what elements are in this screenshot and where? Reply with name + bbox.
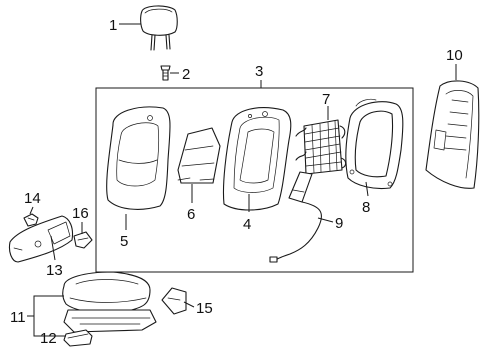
callout-16: 16 <box>72 205 89 222</box>
seatback-cover <box>106 106 171 210</box>
seat-switch-module <box>63 329 93 347</box>
seat-cushion-assembly <box>62 271 157 333</box>
callout-5: 5 <box>120 233 128 250</box>
seat-heater-element <box>269 171 322 263</box>
callout-4: 4 <box>243 216 251 233</box>
seatback-pad-frame <box>177 127 221 184</box>
seat-clip <box>23 213 39 227</box>
seatback-spring-assembly <box>295 119 347 175</box>
callout-6: 6 <box>187 206 195 223</box>
callout-9: 9 <box>335 215 343 232</box>
callout-8: 8 <box>362 199 370 216</box>
leader-lines <box>27 23 457 337</box>
callout-3: 3 <box>255 63 263 80</box>
callout-15: 15 <box>196 300 213 317</box>
seatback-frame <box>345 98 404 190</box>
callout-7: 7 <box>322 91 330 108</box>
headrest-guide <box>160 65 171 81</box>
callout-1: 1 <box>109 17 117 34</box>
headrest <box>140 5 178 51</box>
callout-13: 13 <box>46 262 63 279</box>
callout-numbers: 1 2 3 4 5 6 7 8 9 10 11 12 13 14 15 16 <box>10 17 463 347</box>
callout-14: 14 <box>24 190 41 207</box>
seatback-rear-panel <box>425 80 480 189</box>
seatback-group-bracket <box>95 87 414 273</box>
seatback-pad <box>222 107 292 211</box>
seat-side-bracket <box>73 231 93 249</box>
callout-2: 2 <box>182 66 190 83</box>
seat-side-trim <box>161 287 187 315</box>
callout-12: 12 <box>40 330 57 347</box>
callout-10: 10 <box>446 47 463 64</box>
seat-side-shield <box>8 215 74 263</box>
callout-11: 11 <box>10 309 26 326</box>
